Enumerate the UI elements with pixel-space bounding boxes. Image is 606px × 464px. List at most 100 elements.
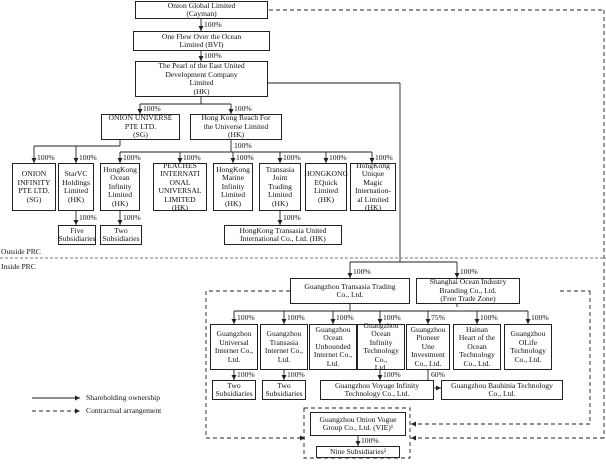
box-line: Internet Co., Ltd. [313,350,353,368]
box-line: UNIVERSAL [158,186,202,195]
box-line: Infinity [108,181,132,191]
box-line: Ltd. [374,363,388,372]
box-line: Guangzhou [266,329,302,338]
box-line: Infinity [221,181,245,191]
box-line: INTERNATI [160,169,200,178]
pct-hk-reach: 100% [234,104,252,113]
box-line: Technology [510,346,546,355]
box-line: StarVC [64,169,88,178]
pct-peaches: 100% [183,153,201,162]
box-line: Ltd. [277,354,291,364]
box-line: Internet Co., [214,346,254,355]
pct-onion-universe: 100% [143,104,161,113]
box-line: Technology Co., Ltd. [344,389,410,398]
box-line: Co., Ltd. [463,358,491,368]
box-line: HongKong [103,164,137,174]
box-line: (HK) [224,198,242,208]
box-line: (SG) [26,194,42,204]
box-line: Co., Ltd. [488,389,516,398]
box-line: Two [114,225,128,235]
box-line: Limited [267,190,293,200]
box-line: LIMITED [164,194,196,204]
box-line: Five [70,225,84,235]
box-line: Limited [63,186,89,195]
box-line: Pioneer [416,333,440,343]
box-line: Branding Co., Ltd. [439,285,497,295]
box-line: One Flew Over the Ocean [161,31,242,41]
box-line: Limited [189,78,214,87]
box-onion-global: Onion Global Limited(Cayman) [135,1,268,19]
box-line: Hainan [466,324,488,334]
box-line: Subsidiaries [58,234,96,243]
pct-hk-ocean-infinity: 100% [123,153,141,162]
box-line: Transasia [265,164,295,174]
box-line: Ocean [323,333,343,343]
box-line: Magic [363,177,383,187]
box-line: Ocean [371,329,391,338]
box-line: Ocean [467,341,487,351]
box-line: Subsidiaries [215,389,253,398]
box-line: Universal [219,337,249,347]
box-line: Hong Kong Reach For [201,113,271,123]
box-line: Infinity [369,337,393,347]
box-line: Shanghai Ocean Industry [429,277,507,287]
box-line: Ocean [110,173,130,183]
box-nine-subsidiaries: Nine Subsidiaries² [316,446,400,458]
pct-gz-ocean-unbounded: 100% [336,313,354,322]
region-inside-prc: Inside PRC [1,262,36,271]
box-line: Limited (BVI) [179,40,224,49]
box-line: Co., Ltd. [336,290,364,299]
pct-hk-marine: 100% [236,153,254,162]
box-line: PEACHES [163,160,197,170]
box-line: (Free Trade Zone) [440,294,496,304]
box-line: Co., Ltd. [514,354,542,364]
box-line: Co., Ltd. [414,358,442,368]
pct-hk-transasia-united: 100% [283,213,301,222]
box-line: Internation- [355,186,391,195]
box-line: Limited [313,186,339,195]
box-line: HongKong Transasia United [239,225,327,235]
box-line: Joint [272,173,288,183]
pct-starvc: 100% [79,153,97,162]
box-line: the Universe Limited [203,121,269,131]
pct-nine-subs: 100% [361,436,379,445]
pct-gz-universal: 100% [237,313,255,322]
pct-onion-infinity: 100% [37,153,55,162]
box-line: Holdings [62,177,90,187]
box-line: The Pearl of the East United [158,61,245,70]
pct-pearl: 100% [204,51,222,60]
box-line: EQuick [314,177,338,187]
box-line: Guangzhou Transasia Trading [304,281,396,291]
pct-gz-pioneer: 75% [431,313,445,322]
pct-hainan: 100% [480,313,498,322]
box-line: (HK) [67,194,85,204]
box-line: INFINITY [17,177,51,187]
box-line: International Co., Ltd. (HK) [240,234,326,243]
legend-shareholding-ownership: Shareholding ownership [86,393,161,402]
box-line: Une [421,341,435,351]
box-line: Subsidiaries [102,234,140,243]
pct-gz-transasia-trading: 100% [353,267,371,276]
box-line: Subsidiaries [265,389,303,398]
box-line: Trading [268,181,292,191]
